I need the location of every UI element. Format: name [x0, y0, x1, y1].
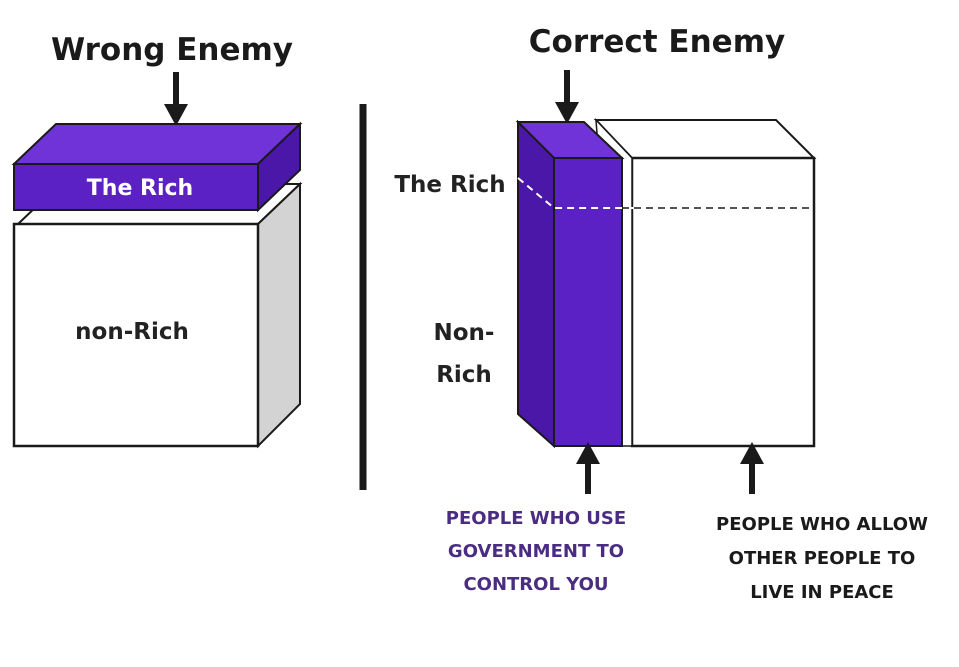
- rich-slab: [11, 121, 303, 213]
- government-users-column: [515, 119, 625, 449]
- non-rich-box: [12, 181, 303, 449]
- right-rich-label: The Rich: [394, 172, 505, 198]
- government-users-caption: PEOPLE WHO USE GOVERNMENT TO CONTROL YOU: [446, 508, 626, 595]
- left-title: Wrong Enemy: [51, 32, 293, 68]
- caption-line: LIVE IN PEACE: [750, 582, 894, 603]
- arrow-down-icon: [555, 70, 579, 124]
- caption-line: OTHER PEOPLE TO: [729, 548, 916, 569]
- right-non-rich-label-line1: Non-: [434, 320, 495, 346]
- left-rich-label: The Rich: [87, 176, 193, 201]
- left-panel: Wrong Enemy The Rich non-Rich: [11, 32, 303, 449]
- caption-line: GOVERNMENT TO: [448, 541, 624, 562]
- right-title: Correct Enemy: [529, 24, 785, 60]
- right-panel: Correct Enemy The Rich Non- Rich: [394, 24, 928, 603]
- arrow-up-icon: [576, 442, 600, 494]
- left-non-rich-label: non-Rich: [75, 319, 189, 345]
- caption-line: CONTROL YOU: [463, 574, 608, 595]
- rich-divider-dashed-line: [517, 177, 812, 209]
- caption-line: PEOPLE WHO USE: [446, 508, 626, 529]
- peaceful-people-caption: PEOPLE WHO ALLOW OTHER PEOPLE TO LIVE IN…: [716, 514, 928, 603]
- peaceful-people-box: [593, 117, 817, 448]
- arrow-down-icon: [164, 72, 188, 126]
- right-non-rich-label-line2: Rich: [436, 362, 492, 388]
- arrow-up-icon: [740, 442, 764, 494]
- caption-line: PEOPLE WHO ALLOW: [716, 514, 928, 535]
